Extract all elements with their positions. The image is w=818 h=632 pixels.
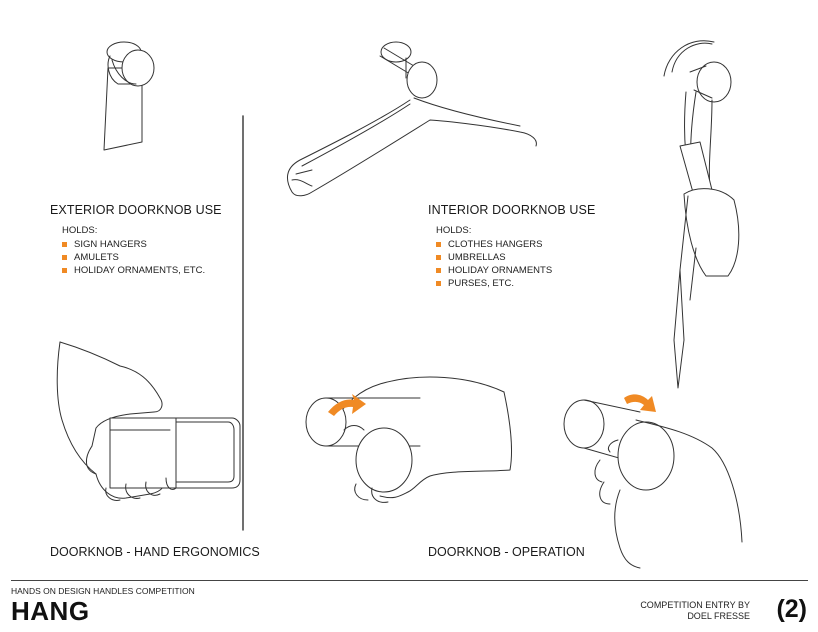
- page-number: (2): [776, 595, 807, 623]
- umbrella-illustration: [663, 40, 740, 389]
- list-item: PURSES, ETC.: [436, 277, 552, 290]
- list-item: SIGN HANGERS: [62, 238, 205, 251]
- list-item-label: HOLIDAY ORNAMENTS, ETC.: [74, 265, 206, 276]
- bullet-icon: [62, 268, 67, 273]
- sign-hanger-illustration: [103, 41, 155, 151]
- list-item: AMULETS: [62, 251, 205, 264]
- list-item-label: PURSES, ETC.: [448, 278, 514, 289]
- bullet-icon: [436, 281, 441, 286]
- rotation-arrows: [328, 394, 656, 416]
- bullet-icon: [62, 242, 67, 247]
- exterior-holds-list: SIGN HANGERS AMULETS HOLIDAY ORNAMENTS, …: [62, 238, 205, 277]
- list-item: HOLIDAY ORNAMENTS, ETC.: [62, 264, 205, 277]
- list-item-label: AMULETS: [74, 252, 119, 263]
- rotation-arrow-right-icon: [624, 394, 656, 412]
- exterior-holds-label: HOLDS:: [62, 225, 98, 236]
- list-item-label: SIGN HANGERS: [74, 239, 147, 250]
- clothes-hanger-illustration: [287, 41, 537, 197]
- brand-title: HANG: [11, 596, 90, 626]
- operation-caption: DOORKNOB - OPERATION: [428, 545, 585, 559]
- bullet-icon: [436, 242, 441, 247]
- list-item: UMBRELLAS: [436, 251, 552, 264]
- footer-divider: [11, 580, 808, 581]
- exterior-section-title: EXTERIOR DOORKNOB USE: [50, 203, 222, 217]
- list-item-label: UMBRELLAS: [448, 252, 506, 263]
- ergonomics-caption: DOORKNOB - HAND ERGONOMICS: [50, 545, 260, 559]
- entry-credit: COMPETITION ENTRY BY DOEL FRESSE: [640, 600, 750, 622]
- competition-name: HANDS ON DESIGN HANDLES COMPETITION: [11, 586, 195, 596]
- hand-ergonomics-illustration: [56, 341, 241, 501]
- list-item-label: HOLIDAY ORNAMENTS: [448, 265, 553, 276]
- interior-section-title: INTERIOR DOORKNOB USE: [428, 203, 596, 217]
- operation-right-illustration: [563, 399, 743, 569]
- bullet-icon: [436, 255, 441, 260]
- operation-left-illustration: [305, 376, 513, 503]
- interior-holds-list: CLOTHES HANGERS UMBRELLAS HOLIDAY ORNAME…: [436, 238, 552, 290]
- entry-credit-author: DOEL FRESSE: [687, 611, 750, 621]
- entry-credit-line1: COMPETITION ENTRY BY: [640, 600, 750, 610]
- interior-holds-label: HOLDS:: [436, 225, 472, 236]
- list-item: CLOTHES HANGERS: [436, 238, 552, 251]
- list-item-label: CLOTHES HANGERS: [448, 239, 543, 250]
- bullet-icon: [62, 255, 67, 260]
- bullet-icon: [436, 268, 441, 273]
- rotation-arrow-left-icon: [328, 394, 366, 416]
- list-item: HOLIDAY ORNAMENTS: [436, 264, 552, 277]
